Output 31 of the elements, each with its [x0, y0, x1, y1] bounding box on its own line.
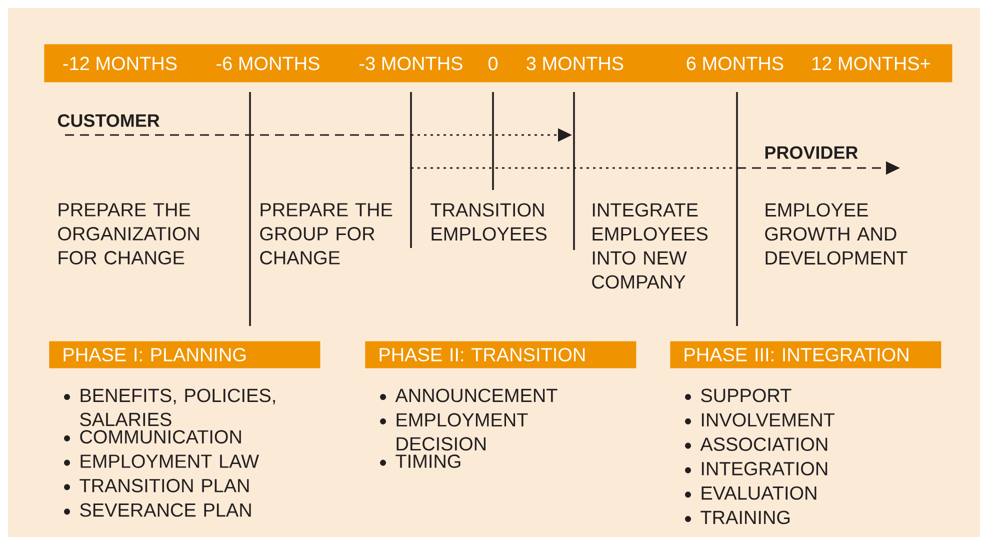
- stage-label: PREPARE THE ORGANIZATION FOR CHANGE: [58, 203, 199, 264]
- role-label: CUSTOMER: [58, 114, 160, 127]
- month-label: -3 MONTHS: [360, 56, 462, 70]
- bullet-item: SEVERANCE PLAN: [64, 503, 251, 517]
- bullet-item: TRAINING: [685, 510, 790, 524]
- bullet-item: INVOLVEMENT: [685, 413, 835, 427]
- phase-box: PHASE I: PLANNING: [49, 341, 320, 368]
- bullet-item: EVALUATION: [685, 486, 816, 500]
- month-label: 3 MONTHS: [526, 56, 624, 70]
- stage-label: EMPLOYEE GROWTH AND DEVELOPMENT: [765, 203, 908, 265]
- stage-label: PREPARE THE GROUP FOR CHANGE: [260, 203, 392, 264]
- bullet-item: INTEGRATION: [685, 462, 828, 476]
- month-label: 6 MONTHS: [686, 56, 784, 70]
- bullet-item: BENEFITS, POLICIES, SALARIES: [64, 388, 275, 426]
- bullet-item: TIMING: [380, 454, 460, 468]
- bullet-item: EMPLOYMENT DECISION: [380, 413, 528, 451]
- month-label: -12 MONTHS: [63, 56, 177, 70]
- phase-box: PHASE II: TRANSITION: [365, 341, 636, 368]
- month-label: -6 MONTHS: [216, 56, 320, 70]
- bullet-item: SUPPORT: [685, 388, 792, 402]
- phase-box: PHASE III: INTEGRATION: [670, 341, 942, 368]
- bullet-item: COMMUNICATION: [64, 430, 241, 444]
- bullet-item: ANNOUNCEMENT: [380, 388, 558, 402]
- month-label: 0: [488, 56, 498, 70]
- bullet-item: EMPLOYMENT LAW: [64, 454, 259, 468]
- month-label: 12 MONTHS+: [812, 56, 930, 70]
- bullet-item: TRANSITION PLAN: [64, 478, 249, 492]
- stage-label: TRANSITION EMPLOYEES: [430, 203, 547, 241]
- stage-label: INTEGRATE EMPLOYEES INTO NEW COMPANY: [592, 203, 708, 289]
- bullet-item: ASSOCIATION: [685, 438, 828, 451]
- role-label: PROVIDER: [765, 146, 858, 159]
